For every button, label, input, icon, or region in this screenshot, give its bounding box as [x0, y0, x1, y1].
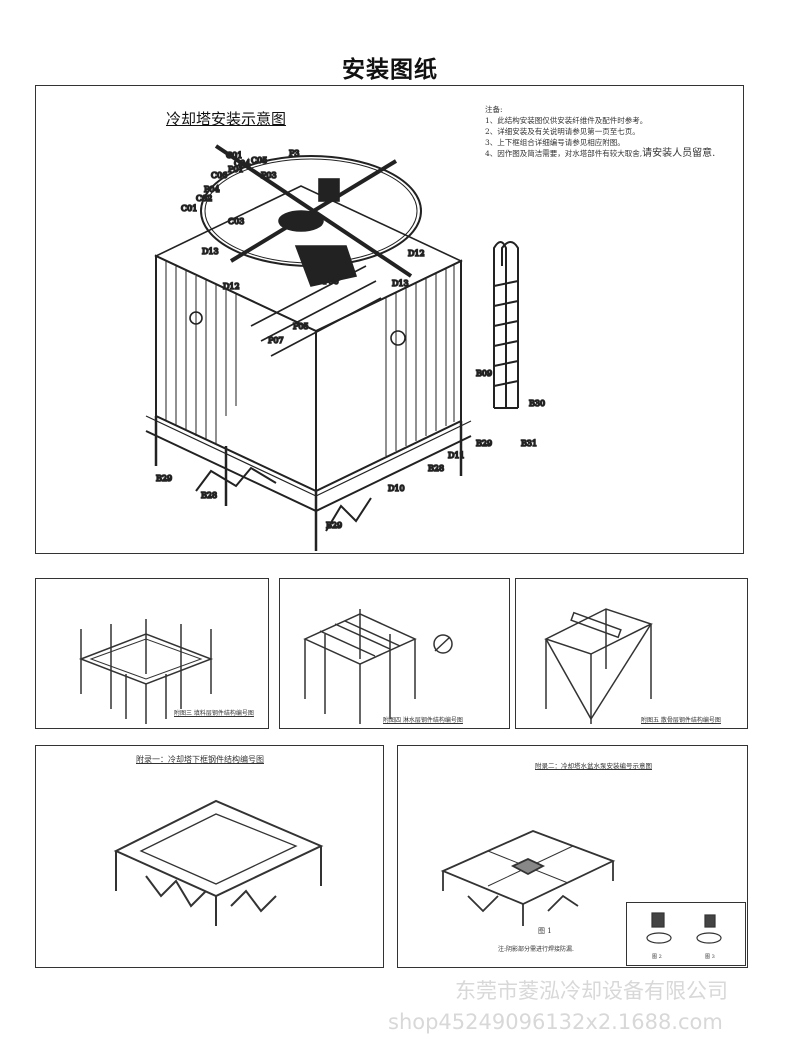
label-p3: P3 — [289, 149, 299, 158]
panel-caption: 附录一：冷却塔下框钢件结构编号图 — [136, 755, 264, 764]
water-basin-drawing — [440, 830, 616, 926]
label-p01: P01 — [228, 165, 244, 174]
label-b09: B09 — [476, 369, 492, 378]
panel-caption: 附图五 散骨层钢件结构编号图 — [641, 717, 721, 724]
part-labels: C01 P3 C05 C04 P01 C06 P03 P04 C02 C01 C… — [155, 148, 493, 501]
panel-caption: 附录二：冷却塔水盆水泵安装编号示意图 — [535, 762, 652, 770]
label-c03: C03 — [228, 217, 244, 226]
label-d12: D12 — [223, 282, 240, 291]
label-b28: B28 — [201, 491, 217, 500]
label-p04b: P04 — [336, 262, 352, 271]
label-b31: B31 — [521, 439, 537, 448]
label-p04: P04 — [204, 185, 220, 194]
part-labels-red: B30 B31 B29 B28 D11 D10 B29 — [325, 398, 546, 531]
label-b29-red2: B29 — [326, 521, 342, 530]
panel-note: 注:阴影部分需进行焊接防漏. — [498, 946, 574, 953]
label-p06: P06 — [323, 277, 339, 286]
label-d10: D10 — [388, 484, 405, 493]
label-d13b: D13 — [392, 279, 409, 288]
watermark-company: 东莞市菱泓冷却设备有限公司 — [455, 979, 728, 1003]
watermark-shop: shop45249096132x2.1688.com — [388, 1010, 723, 1034]
label-p03: P03 — [261, 171, 277, 180]
label-d12b: D12 — [408, 249, 425, 258]
appendix-panel-5: 附图五 散骨层钢件结构编号图 — [515, 578, 748, 729]
spray-layer-steel-drawing — [303, 609, 453, 724]
appendix-2-panel: 附录二：冷却塔水盆水泵安装编号示意图 图 1 注:阴影部分需进行焊接防漏. 图 … — [397, 745, 748, 968]
label-d11: D11 — [448, 451, 465, 460]
note-item: 4、因作图及简洁需要，对水塔部件有较大取舍, — [485, 149, 643, 158]
appendix-panel-3: 附图三 填料层钢件结构编号图 — [35, 578, 269, 729]
label-d13: D13 — [202, 247, 219, 256]
label-b29-red: B29 — [476, 439, 492, 448]
fill-layer-steel-drawing — [78, 619, 214, 724]
label-c04: C04 — [234, 159, 250, 168]
panel-caption: 附图三 填料层钢件结构编号图 — [174, 710, 254, 717]
pump-detail-drawing — [646, 912, 722, 944]
label-p05: P05 — [293, 322, 309, 331]
figure-label: 图 1 — [538, 927, 552, 935]
page-title: 安装图纸 — [342, 57, 438, 83]
lower-frame-steel-drawing — [113, 799, 324, 926]
appendix-panel-4: 附图四 淋水层钢件结构编号图 — [279, 578, 510, 729]
label-b29: B29 — [156, 474, 172, 483]
label-b30: B30 — [529, 399, 545, 408]
frame-layer-steel-drawing — [544, 608, 653, 724]
label-c06: C06 — [211, 171, 227, 180]
label-c01: C01 — [226, 151, 242, 160]
inset-detail: 图 2 图 3 — [626, 902, 746, 966]
appendix-1-panel: 附录一：冷却塔下框钢件结构编号图 — [35, 745, 384, 968]
main-drawing-frame: C01 P3 C05 C04 P01 C06 P03 P04 C02 C01 C… — [35, 85, 744, 554]
cooling-tower-isometric-drawing: C01 P3 C05 C04 P01 C06 P03 P04 C02 C01 C… — [145, 144, 546, 551]
notes-heading: 注备: — [485, 105, 503, 114]
inset-label: 图 3 — [705, 954, 715, 960]
label-c05: C05 — [251, 156, 267, 165]
drawing-title: 冷却塔安装示意图 — [166, 110, 287, 128]
label-p07: P07 — [268, 336, 284, 345]
note-item: 1、此结构安装图仅供安装纤维件及配件时参考。 — [485, 116, 648, 125]
label-b28-red: B28 — [428, 464, 444, 473]
panel-caption: 附图四 淋水层钢件结构编号图 — [383, 717, 463, 724]
inset-label: 图 2 — [652, 954, 662, 960]
note-emphasis: 请安装人员留意. — [642, 148, 716, 159]
installation-notes: 注备: 1、此结构安装图仅供安装纤维件及配件时参考。 2、详细安装及有关说明请参… — [485, 104, 725, 159]
label-c02: C02 — [196, 194, 212, 203]
label-c01b: C01 — [181, 204, 197, 213]
note-item: 2、详细安装及有关说明请参见第一页至七页。 — [485, 127, 640, 136]
note-item: 3、上下框组合详细编号请参见相应附图。 — [485, 138, 625, 147]
